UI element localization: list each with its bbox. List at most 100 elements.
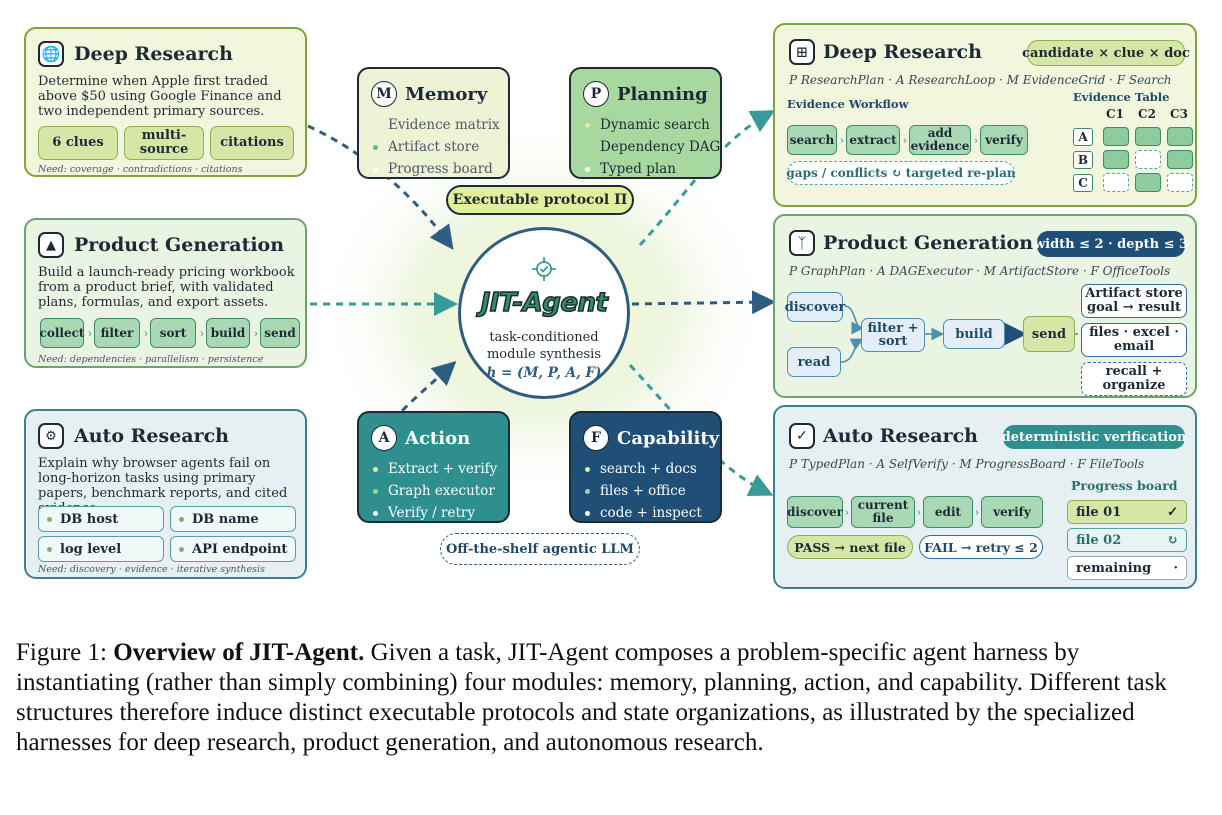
figure-caption: Figure 1: Overview of JIT-Agent. Given a… [16,638,1208,758]
caption-text: Given a task, JIT-Agent composes a probl… [16,639,1167,756]
table-label: Evidence Table [1073,90,1170,104]
evidence-cell-filled [1103,150,1129,169]
arrow-auto-research-out [628,363,774,497]
loop-step-discover: discover [787,496,843,528]
board-file-label: file 01 [1076,504,1122,520]
task-description: Determine when Apple first traded above … [38,74,282,119]
module-letter-m: M [371,81,397,107]
panel-title: Product Generation [74,234,285,256]
module-item: Evidence matrix [388,117,500,133]
check-icon: ✓ [1167,504,1178,520]
loop-step-edit: edit [923,496,973,528]
chevron-right-icon: › [844,505,850,519]
flow-step-filter: filter [94,318,140,348]
board-file-label: remaining [1076,560,1152,576]
col-label: C1 [1106,107,1124,121]
chevron-right-icon: › [916,505,922,519]
caption-prefix: Figure 1: [16,639,114,666]
evidence-cell-empty [1135,150,1161,169]
evidence-cell-filled [1167,127,1193,146]
module-capability: F Capability search + docs files + offic… [569,411,722,523]
chevron-right-icon: › [143,326,149,340]
panel-title: Product Generation [823,232,1034,254]
citations-pill: citations [210,126,294,160]
target-icon [531,256,557,282]
board-row-remaining: remaining · [1067,556,1187,580]
chevron-right-icon: › [902,133,908,147]
module-item: Typed plan [585,158,720,180]
field-label: DB name [192,511,259,527]
module-letter-p: P [583,81,609,107]
structure-badge: deterministic verification [1002,425,1186,449]
structure-badge: candidate × clue × doc [1022,40,1190,66]
clue-pill: 6 clues [38,126,118,160]
step-label: add evidence [910,126,970,153]
evidence-cell-empty [1103,173,1129,192]
module-items: search + docs files + office code + insp… [585,458,702,524]
bullet-icon [47,516,52,522]
need-note: Need: discovery · evidence · iterative s… [38,564,265,575]
tools-box: files · excel · email [1081,323,1187,357]
evidence-cell-filled [1135,127,1161,146]
dag-node-send: send [1023,316,1075,352]
need-note: Need: coverage · contradictions · citati… [38,164,243,175]
dag-node-build: build [943,319,1005,349]
document-check-icon: ✓ [789,423,815,449]
protocol-label: Executable protocol Π [446,185,634,215]
module-items: Evidence matrix Artifact store Progress … [373,114,500,180]
harness-deep-research-panel: ⊞ Deep Research candidate × clue × doc P… [773,23,1197,207]
col-label: C2 [1138,107,1156,121]
module-memory: M Memory Evidence matrix Artifact store … [357,67,510,179]
task-description: Build a launch-ready pricing workbook fr… [38,265,295,310]
arrow-auto-research-in [383,360,457,431]
flow-step-send: send [260,318,300,348]
workflow-step-add-evidence: add evidence [909,125,971,155]
module-title: M Memory [371,81,487,107]
module-item: Dynamic search [585,114,720,136]
structure-badge: width ≤ 2 · depth ≤ 3 [1034,231,1188,257]
harness-auto-research-panel: ✓ Auto Research deterministic verificati… [773,405,1197,589]
row-label: B [1073,151,1093,169]
llm-label: Off-the-shelf agentic LLM [440,533,640,565]
pass-rule: PASS → next file [787,535,913,559]
recall-box: recall + organize [1081,362,1187,396]
board-row-retry: file 02 ↻ [1067,528,1187,552]
hierarchy-icon: ▲ [38,232,64,258]
module-items: Extract + verify Graph executor Verify /… [373,458,497,524]
evidence-cell-filled [1103,127,1129,146]
col-label: C3 [1170,107,1188,121]
source-pill: multi- source [124,126,204,160]
dag-node-discover: discover [785,292,845,322]
row-label: C [1073,174,1093,192]
workflow-step-verify: verify [980,125,1028,155]
need-note: Need: dependencies · parallelism · persi… [38,354,264,365]
panel-title: Deep Research [823,41,982,63]
dag-node-filter-sort: filter + sort [861,318,925,352]
harness-product-generation-panel: ᛉ Product Generation width ≤ 2 · depth ≤… [773,214,1197,398]
bullet-icon [179,546,184,552]
store-label: files · excel · email [1089,325,1179,354]
module-items: Dynamic search Dependency DAG Typed plan [585,114,720,180]
branch-icon: ᛉ [789,230,815,256]
module-item: Verify / retry [373,502,497,524]
module-name: Capability [617,427,720,449]
module-action: A Action Extract + verify Graph executor… [357,411,510,523]
core-formula: h = (M, P, A, F) [486,365,602,381]
arrow-product-out [631,290,776,315]
module-title: A Action [371,425,470,451]
task-auto-research-panel: ⚙ Auto Research Explain why browser agen… [24,409,307,579]
flow-step-sort: sort [150,318,196,348]
document-gear-icon: ⚙ [38,423,64,449]
grid-icon: ⊞ [789,39,815,65]
bullet-icon [179,516,184,522]
module-planning: P Planning Dynamic search Dependency DAG… [569,67,722,179]
chevron-right-icon: › [973,133,979,147]
task-product-generation-panel: ▲ Product Generation Build a launch-read… [24,218,307,368]
panel-title: Auto Research [74,425,229,447]
panel-title: Auto Research [823,425,978,447]
pending-icon: · [1173,560,1178,576]
module-letter-f: F [583,425,609,451]
dag-edges [840,305,1081,363]
module-item: files + office [585,480,702,502]
module-item: search + docs [585,458,702,480]
